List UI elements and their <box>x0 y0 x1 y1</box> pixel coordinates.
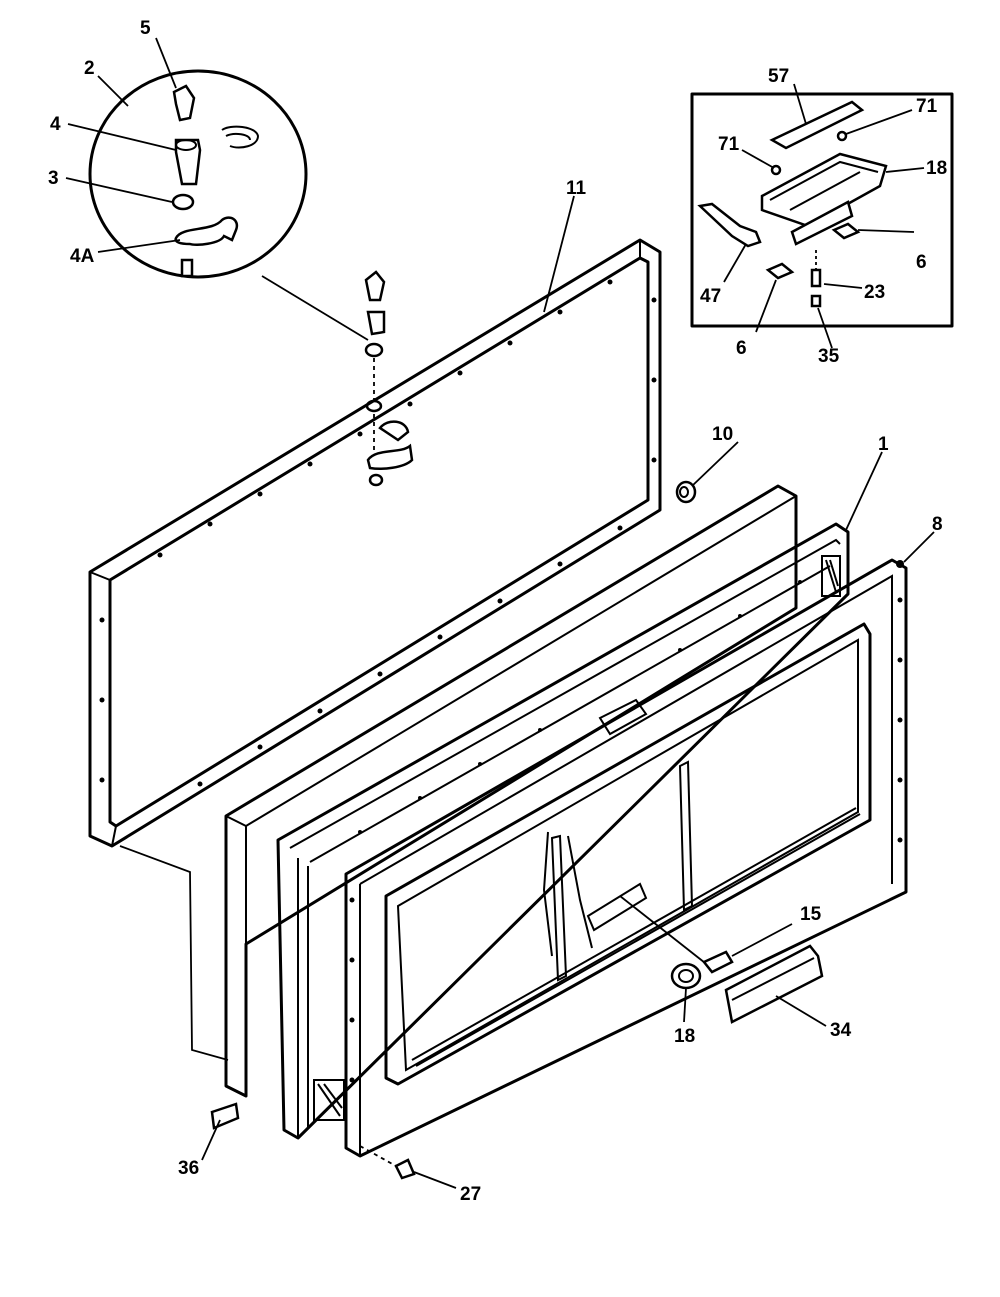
hinge-assembly-on-lid <box>364 270 414 487</box>
hinge-detail-circle <box>88 69 369 341</box>
callout-71-left: 71 <box>718 134 740 155</box>
latch-detail-box <box>690 83 954 349</box>
callout-34: 34 <box>830 1020 852 1041</box>
callout-27: 27 <box>460 1184 481 1205</box>
callout-35: 35 <box>818 346 840 367</box>
callout-11: 11 <box>566 178 587 199</box>
bushing-part <box>174 138 202 186</box>
callout-57: 57 <box>768 66 789 87</box>
latch-lever-47 <box>697 202 762 248</box>
bumper-part-10 <box>675 480 697 504</box>
gasket-frame-part-1 <box>276 522 850 1140</box>
callout-23: 23 <box>864 282 885 303</box>
callout-4A: 4A <box>70 246 95 267</box>
screw-part-27 <box>359 1145 457 1189</box>
screw-part <box>180 258 194 278</box>
leader-lines <box>65 37 935 1023</box>
callout-36: 36 <box>178 1158 199 1179</box>
callout-18-upper: 18 <box>926 158 947 179</box>
hinge-plate-part <box>174 216 239 246</box>
washer-part <box>171 193 195 211</box>
callout-15: 15 <box>800 904 822 925</box>
lid-liner-rivets <box>99 279 657 787</box>
callout-6-right: 6 <box>916 252 927 273</box>
callout-labels: 5 2 4 3 4A 11 10 1 8 15 18 34 36 27 57 7… <box>48 18 947 1205</box>
outer-door-panel-part-8 <box>344 558 908 1158</box>
callout-71-right: 71 <box>916 96 938 117</box>
callout-4: 4 <box>50 114 61 135</box>
callout-8: 8 <box>932 514 943 535</box>
callout-47: 47 <box>700 286 721 307</box>
callout-10: 10 <box>712 424 733 445</box>
lid-liner-panel-11 <box>88 238 662 1061</box>
callout-3: 3 <box>48 168 59 189</box>
latch-parts-15-18 <box>619 895 793 990</box>
hinge-cap-part <box>172 84 196 122</box>
callout-1: 1 <box>878 434 889 455</box>
clip-part <box>221 125 260 149</box>
callout-5: 5 <box>140 18 151 39</box>
trim-strip-57 <box>769 100 865 150</box>
handle-plate-part-34 <box>724 944 827 1027</box>
callout-18-lower: 18 <box>674 1026 695 1047</box>
callout-2: 2 <box>84 58 95 79</box>
insulation-panel <box>224 484 798 1098</box>
callout-6-lower: 6 <box>736 338 747 359</box>
bracket-part-36 <box>201 1102 240 1161</box>
